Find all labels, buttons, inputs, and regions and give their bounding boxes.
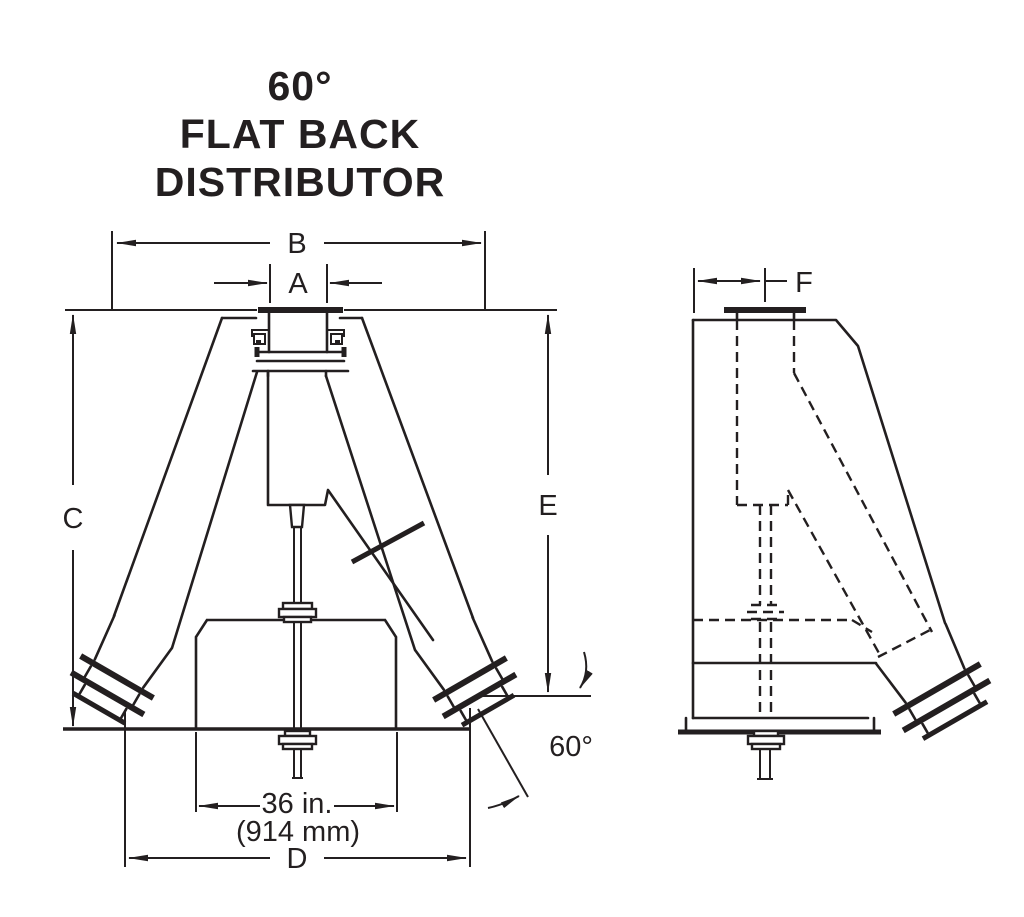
side-base-plate (684, 716, 876, 732)
dim-36-extension-lines (195, 732, 398, 812)
dim-label-angle: 60° (549, 731, 593, 763)
dim-label-d: D (287, 843, 308, 875)
side-rod-collar-hidden (747, 603, 784, 621)
front-rod-taper (288, 503, 306, 529)
front-inlet-clamp-left (251, 329, 269, 345)
dim-b: B (111, 228, 486, 309)
angle-arc-arrow-top (579, 651, 593, 689)
angle-arc-arrow-bottom (487, 795, 520, 809)
dim-e: E (538, 314, 558, 693)
dim-label-b: B (287, 228, 306, 260)
front-outline (63, 316, 475, 731)
dim-f: F (693, 267, 813, 313)
front-center-rod (277, 503, 318, 779)
dim-d: D (124, 708, 471, 875)
dim-angle: 60° (477, 651, 593, 809)
front-inlet-clamp-right (327, 329, 345, 345)
front-hopper (194, 618, 398, 730)
side-outline (678, 318, 947, 735)
front-view: B A C E 36 in. (914 mm) (63, 228, 593, 875)
dim-label-e: E (538, 490, 557, 522)
dim-label-c: C (63, 503, 84, 535)
dim-outlet-spacing: 36 in. (914 mm) (195, 732, 398, 848)
dim-d-extension-lines (124, 708, 471, 867)
side-hidden-lines (693, 320, 934, 718)
front-chute-joint (350, 520, 426, 565)
dim-a: A (214, 264, 382, 303)
dim-a-extension-ticks (269, 264, 328, 303)
angle-slant-line (477, 708, 529, 798)
dim-label-36in: 36 in. (262, 788, 333, 820)
front-rod-collar-mid (277, 601, 318, 624)
dim-label-914mm: (914 mm) (236, 816, 360, 848)
side-outlet-chute (875, 622, 992, 741)
drawing-title: 60° FLAT BACK DISTRIBUTOR (155, 63, 445, 205)
front-inlet-joint (251, 347, 350, 378)
dim-b-extension-lines (111, 231, 486, 309)
title-line-1: 60° (267, 63, 332, 109)
title-line-3: DISTRIBUTOR (155, 159, 445, 205)
dim-c: C (63, 314, 84, 727)
front-inlet (251, 307, 350, 378)
title-line-2: FLAT BACK (180, 111, 421, 157)
side-center-rod (746, 729, 786, 780)
dim-label-f: F (795, 267, 813, 299)
dim-label-a: A (288, 268, 308, 300)
front-left-outlet-chute (69, 614, 173, 726)
side-view: F (678, 267, 992, 780)
front-rod-collar-bottom (277, 729, 318, 751)
side-inlet-flange (724, 307, 806, 322)
side-rod-collar-bottom (746, 729, 786, 751)
